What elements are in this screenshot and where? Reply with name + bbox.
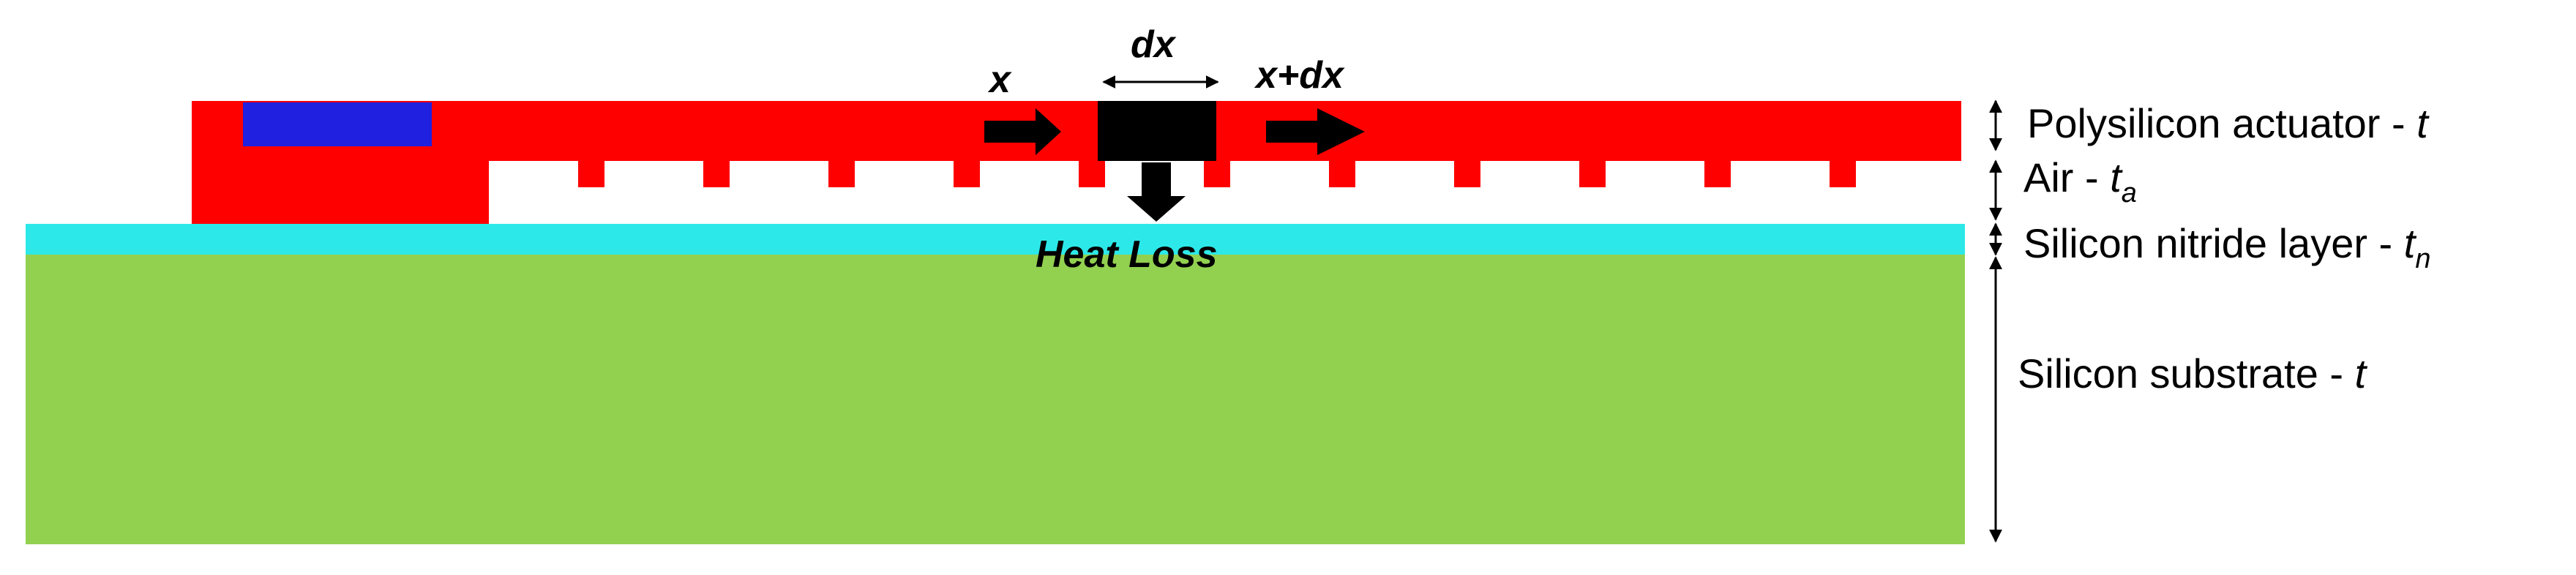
dimple [1830,161,1856,187]
label-heat-loss: Heat Loss [1036,233,1218,276]
dimple [1329,161,1355,187]
heat-flow-out-arrow [1266,108,1365,155]
heat-loss-arrow [1127,162,1186,222]
label-polysilicon-actuator: Polysilicon actuator - t [2027,100,2430,146]
dimple [1454,161,1480,187]
dimple [1704,161,1731,187]
label-dx: dx [1131,23,1177,66]
dimple [828,161,855,187]
label-silicon-substrate: Silicon substrate - t [2018,350,2368,397]
heat-flow-in-arrow [984,108,1061,155]
contact-pad [243,102,432,146]
label-air: Air - ta [2023,154,2137,208]
dimple [703,161,730,187]
differential-element [1098,101,1216,161]
label-x: x [987,59,1012,101]
dimple [1079,161,1105,187]
dimple [954,161,980,187]
dimple [1579,161,1606,187]
dimple [1204,161,1230,187]
dimple [578,161,604,187]
label-x-plus-dx: x+dx [1254,54,1345,97]
silicon-substrate [26,255,1965,544]
label-silicon-nitride: Silicon nitride layer - tn [2023,220,2430,274]
dimple-group [578,161,1856,187]
silicon-nitride-layer [26,224,1965,255]
polysilicon-actuator-beam [192,101,1961,161]
